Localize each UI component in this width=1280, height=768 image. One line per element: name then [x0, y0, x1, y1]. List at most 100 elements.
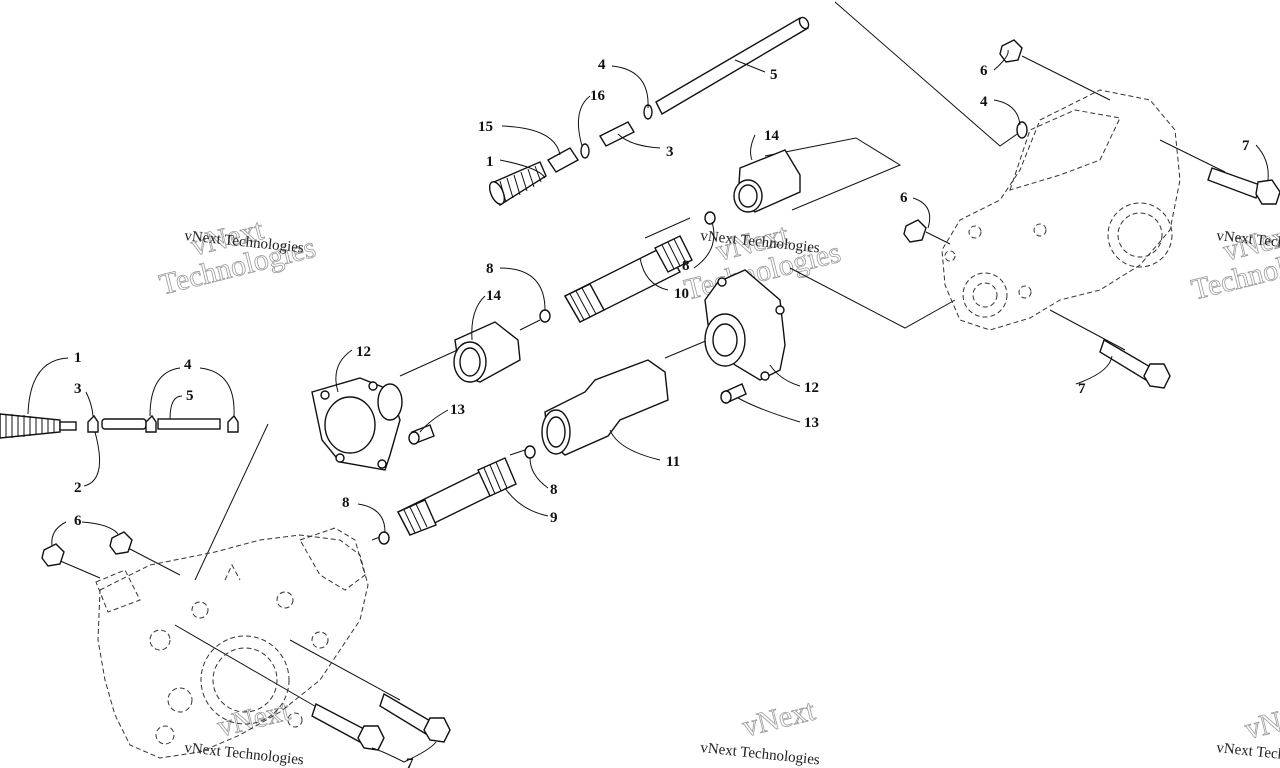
line-nut-6-front-b: [127, 547, 181, 576]
callout-5-upper: 5: [770, 67, 778, 83]
line-seal-8-upper: [519, 319, 541, 331]
seal-8-upper-left: [539, 309, 551, 323]
rear-case-outline: [941, 89, 1181, 331]
callout-9: 9: [550, 510, 558, 526]
leader-2-front: [83, 431, 101, 487]
leader-8-upper-left: [499, 267, 546, 311]
leader-4-rear: [993, 99, 1021, 126]
callout-8-upper-left: 8: [486, 261, 494, 277]
flange-12-left-hub: [324, 396, 376, 454]
callout-14-lower: 14: [486, 288, 502, 304]
bearing-14-lower: [453, 309, 551, 383]
callout-4-front: 4: [184, 357, 192, 373]
nut-6-rear-top: [999, 39, 1023, 63]
leader-11: [609, 429, 661, 461]
bolt-7-front-b-head: [423, 717, 451, 743]
callout-8-front: 8: [342, 495, 350, 511]
watermark-bottom-center: vNext: [739, 693, 820, 744]
line-housing-11-to-flange: [664, 339, 709, 359]
line-bearing-14-upper: [764, 137, 902, 211]
bolt-7-rear-bottom-head: [1143, 363, 1171, 389]
leader-9: [504, 487, 549, 517]
front-case-boss-f: [155, 725, 175, 745]
flange-12-left-hole-c: [335, 453, 345, 463]
watermark-small-bl: vNext Technologies: [184, 740, 305, 768]
leader-7-rear-top: [1255, 144, 1269, 181]
front-case-bore-inner: [212, 647, 278, 713]
shaft-9-spline-b-lines: [483, 461, 508, 495]
upper-fitting-15: [546, 147, 580, 173]
callout-2-front: 2: [74, 480, 82, 496]
flange-12-left-hole-a: [320, 390, 330, 400]
rear-case-output-bore: [972, 282, 998, 308]
rear-case-output-spline: [962, 272, 1008, 318]
callout-7-rear-top: 7: [1242, 138, 1250, 154]
callout-7-front: 7: [406, 756, 414, 768]
front-sleeve-3: [101, 418, 147, 430]
watermark-small-bc: vNext Technologies: [700, 740, 821, 768]
leader-7-front-a: [371, 747, 405, 763]
callout-1-upper: 1: [486, 154, 494, 170]
rear-case-bore-outer: [1107, 202, 1173, 268]
leader-4-front-b: [199, 367, 235, 417]
callout-14-upper: 14: [764, 128, 780, 144]
callout-10: 10: [674, 286, 689, 302]
callout-labels: 1 15 16 3 4 5 6 4 7 14 6 8 10 8 14 12 13…: [74, 57, 1250, 768]
flange-12-right-hole-a: [717, 277, 727, 287]
rear-case-boss-b: [968, 225, 982, 239]
watermark-small-br: vNext Technologies: [1216, 740, 1280, 768]
leader-13-right: [737, 397, 801, 423]
rear-case-top-cover: [1009, 109, 1121, 191]
line-bolt-7-front-a: [174, 624, 326, 713]
leader-13-left: [419, 409, 449, 433]
upper-tube-5-end: [798, 16, 810, 30]
leader-5-upper: [734, 59, 766, 73]
leader-4-front-a: [149, 367, 181, 417]
seal-8-lower: [524, 445, 536, 459]
front-case-breather: [224, 563, 241, 581]
front-case-mount-top: [95, 569, 141, 613]
bearing-14-upper: [733, 149, 801, 213]
clip-4-rear: [1016, 121, 1028, 139]
callout-3-front: 3: [74, 381, 82, 397]
flange-12-left-hole-d: [377, 459, 387, 469]
leader-5-front: [169, 395, 183, 420]
line-nut-6-front-a: [57, 559, 101, 579]
line-nut-6-rear-mid: [925, 231, 951, 245]
watermark-right: vNext Technologies: [1188, 217, 1280, 307]
line-bolt-7-rear-top: [1159, 139, 1226, 173]
front-cable-assembly: [0, 413, 239, 439]
bolt-7-rear-top-shank: [1207, 167, 1261, 199]
line-bolt-7-front-b: [289, 639, 401, 701]
line-cable-to-front-case: [194, 423, 269, 581]
shaft-10-spline-a-lines: [569, 287, 597, 321]
upper-sleeve-3: [599, 121, 635, 147]
bolt-13-left-head: [408, 431, 420, 445]
callout-15: 15: [478, 119, 493, 135]
front-case-bore-outer: [200, 635, 290, 725]
bolt-7-rear-top-head: [1255, 179, 1280, 205]
seal-8-upper-right: [704, 211, 716, 225]
watermark-bottom-left: vNext: [214, 693, 295, 744]
nuts-6: [41, 39, 1023, 567]
callout-6-rear-mid: 6: [900, 190, 908, 206]
clips-4-rear: [1016, 121, 1028, 139]
drive-shaft-10: [564, 211, 716, 323]
shaft-10-spline-b-lines: [661, 238, 687, 270]
flange-12-left-neck: [377, 383, 403, 421]
callout-7-rear-bottom: 7: [1078, 381, 1086, 397]
front-case-boss-e: [167, 687, 193, 713]
front-case-boss-g: [287, 712, 303, 728]
leader-12-left: [335, 349, 353, 393]
shaft-9-spline-a-lines: [403, 503, 428, 534]
nut-6-rear-mid: [903, 219, 927, 243]
front-clip-4a: [145, 414, 157, 433]
front-boot-1-stub: [59, 421, 77, 431]
bolt-7-rear-bottom-shank: [1099, 338, 1153, 381]
front-case-boss-c: [276, 591, 294, 609]
housing-11-bore: [546, 416, 566, 448]
callout-16: 16: [590, 88, 606, 104]
rear-gear-case: [941, 89, 1181, 331]
front-tube-5: [157, 418, 221, 430]
callout-12-left: 12: [356, 344, 371, 360]
